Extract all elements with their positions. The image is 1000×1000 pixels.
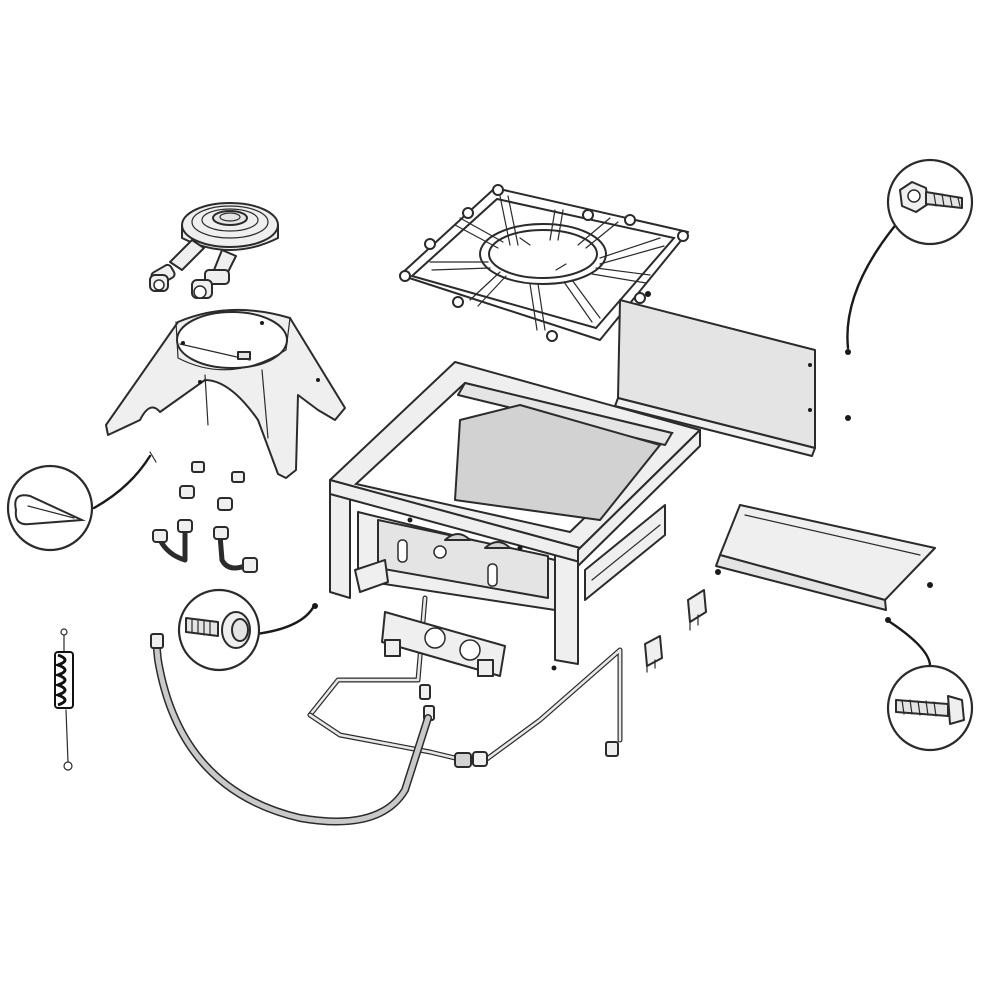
clip-icon <box>644 589 707 673</box>
fitting-icon <box>179 461 245 511</box>
self-tapping-screw-icon <box>886 620 974 752</box>
grate-icon <box>399 184 689 342</box>
spring-icon <box>53 628 74 771</box>
hose-icon <box>150 633 432 826</box>
frame-icon <box>312 361 701 671</box>
knob-bolt-icon <box>177 588 316 672</box>
shield-icon <box>715 504 936 623</box>
manifold-icon <box>307 595 623 768</box>
panel-icon <box>614 291 851 457</box>
cotter-pin-icon <box>6 451 157 552</box>
shroud-icon <box>105 308 346 479</box>
burner-icon <box>149 202 279 299</box>
hex-screw-icon <box>846 158 974 350</box>
connector-icon <box>152 519 258 573</box>
